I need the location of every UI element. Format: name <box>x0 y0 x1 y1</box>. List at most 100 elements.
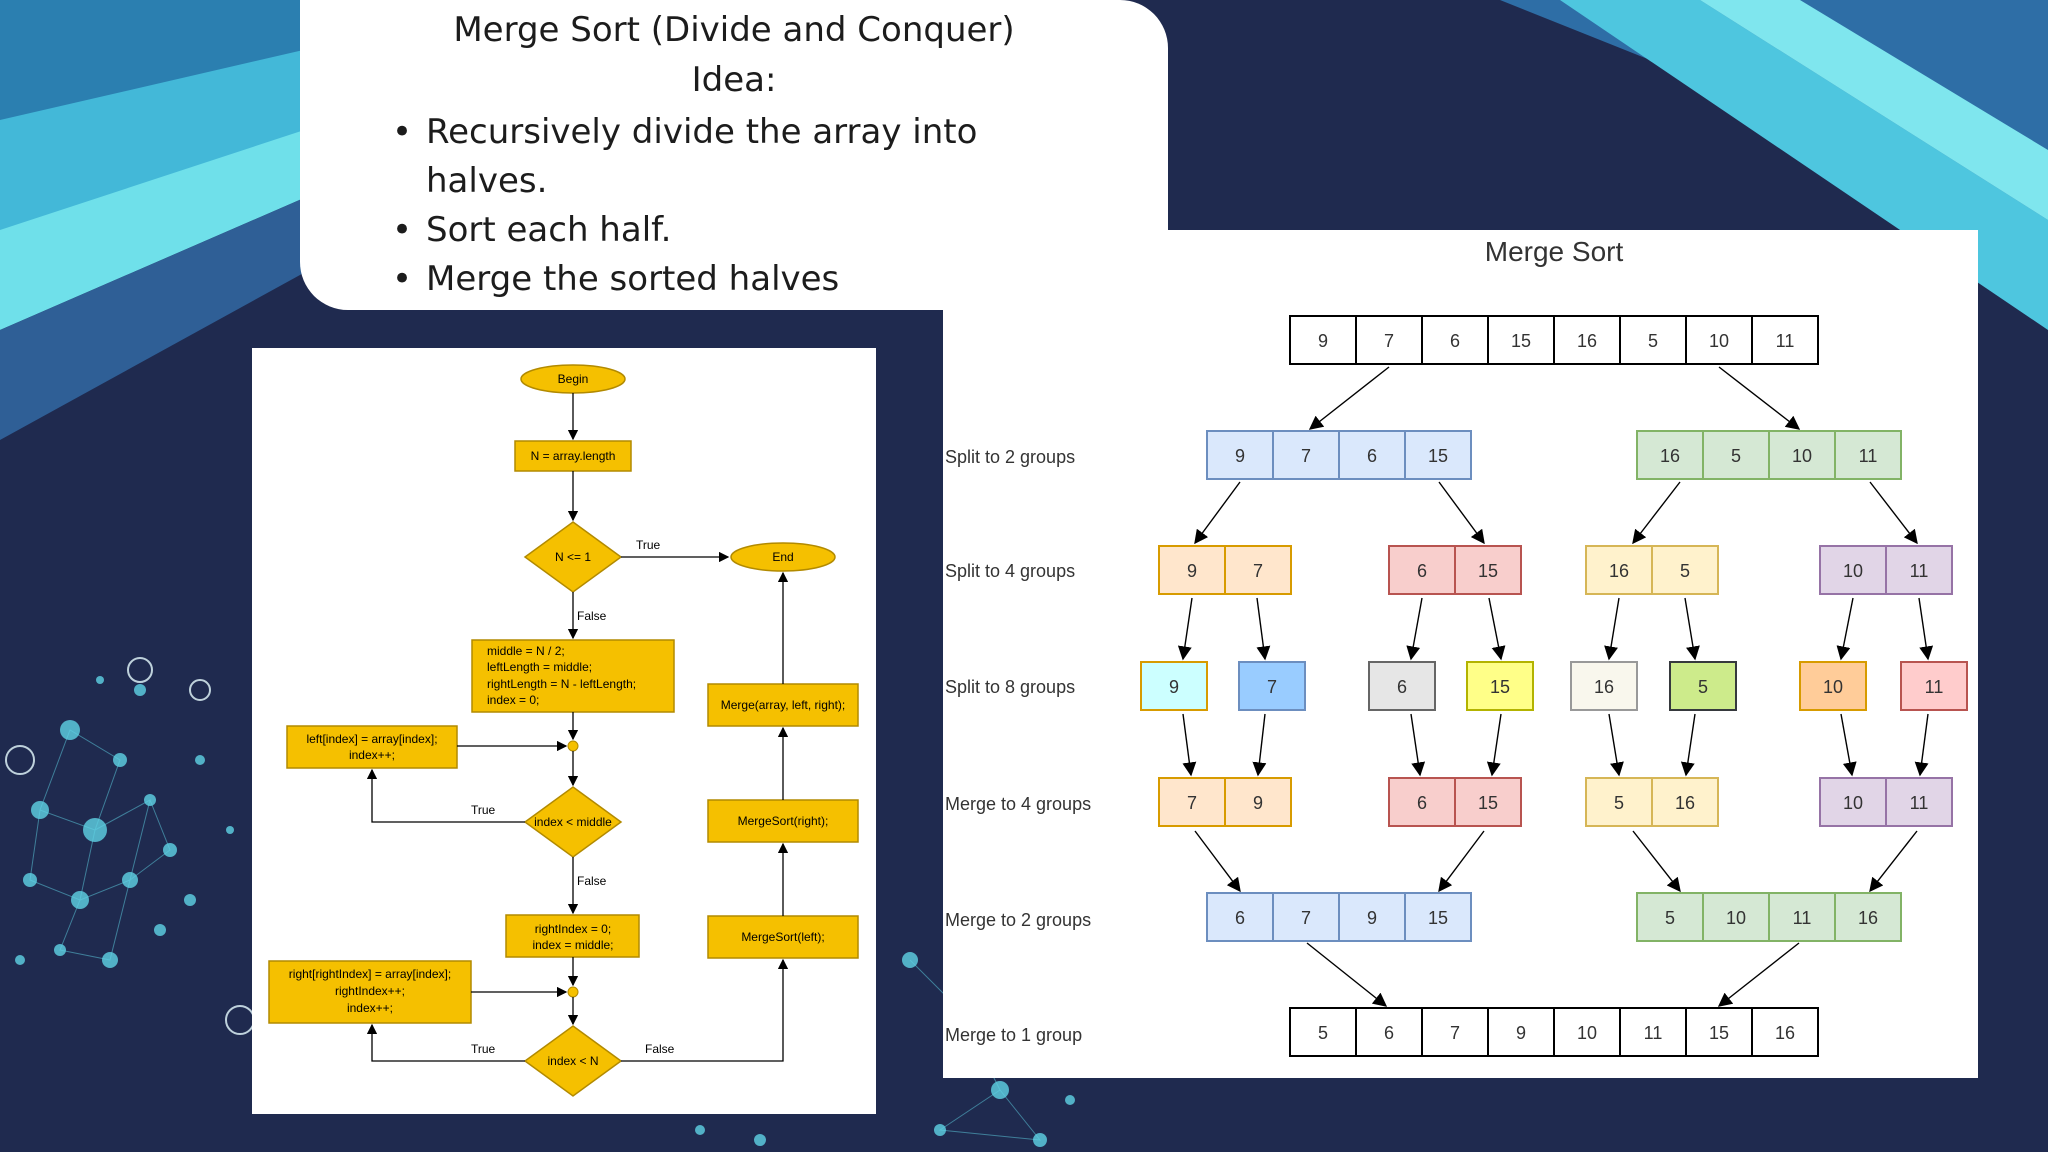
sorted-cell-value: 16 <box>1775 1023 1795 1043</box>
merge4-cell: 10 <box>1819 777 1887 827</box>
join-point <box>567 740 579 752</box>
sorted-cell-box <box>1553 1007 1621 1057</box>
sorted-cell: 11 <box>1619 1007 1687 1057</box>
merge4-cell-box <box>1388 777 1456 827</box>
sorted-cell: 16 <box>1751 1007 1819 1057</box>
split2-cell: 10 <box>1768 430 1836 480</box>
split2-cell-box <box>1636 430 1704 480</box>
split2-cell: 7 <box>1272 430 1340 480</box>
flow-arrow <box>366 1023 525 1062</box>
sorted-cell-value: 10 <box>1577 1023 1597 1043</box>
sorted-cell: 15 <box>1685 1007 1753 1057</box>
right-init-node <box>505 914 640 958</box>
bullet-item: Sort each half. <box>390 206 1026 255</box>
sorted-cell-box <box>1487 1007 1555 1057</box>
split4-cell-box <box>1224 545 1292 595</box>
merge4-cell-box <box>1885 777 1953 827</box>
sorted-cell: 9 <box>1487 1007 1555 1057</box>
merge2-cell-box <box>1834 892 1902 942</box>
flow-arrow <box>366 768 525 823</box>
merge4-cell-value: 15 <box>1478 793 1498 813</box>
array-cell-value: 7 <box>1384 331 1394 351</box>
merge2-cell-value: 10 <box>1726 908 1746 928</box>
merge2-cell-box <box>1272 892 1340 942</box>
split2-cell-box <box>1338 430 1406 480</box>
split4-cell: 7 <box>1224 545 1292 595</box>
init-line: index = 0; <box>487 693 539 707</box>
split2-cell-value: 11 <box>1859 446 1878 466</box>
network-dots-decoration <box>15 676 1075 1147</box>
array-cell-value: 5 <box>1648 331 1658 351</box>
array-cell-box <box>1553 315 1621 365</box>
split2-cell-value: 9 <box>1235 446 1245 466</box>
left-copy-line: left[index] = array[index]; <box>306 732 437 746</box>
split4-cell-box <box>1388 545 1456 595</box>
merge2-cell-box <box>1636 892 1704 942</box>
array-cell-box <box>1685 315 1753 365</box>
array-cell: 5 <box>1619 315 1687 365</box>
split4-cell: 16 <box>1585 545 1653 595</box>
bullet-item: Recursively divide the array into halves… <box>390 108 1026 206</box>
merge-diagram-title: Merge Sort <box>1485 236 1624 267</box>
split2-cell-box <box>1702 430 1770 480</box>
array-cell: 9 <box>1289 315 1357 365</box>
bullet-item: Merge the sorted halves <box>390 255 1026 304</box>
sorted-cell-box <box>1619 1007 1687 1057</box>
leaf-cell-box <box>1669 661 1737 711</box>
merge4-cell: 9 <box>1224 777 1292 827</box>
leaf-cell-value: 16 <box>1594 677 1614 697</box>
right-copy-node <box>268 960 472 1024</box>
merge4-cell: 15 <box>1454 777 1522 827</box>
merge4-cell-value: 9 <box>1253 793 1263 813</box>
sorted-cell-value: 7 <box>1450 1023 1460 1043</box>
array-cell-box <box>1289 315 1357 365</box>
init-line: middle = N / 2; <box>487 644 565 658</box>
true-label: True <box>636 538 661 552</box>
true-label: True <box>471 1042 496 1056</box>
split2-cell: 11 <box>1834 430 1902 480</box>
split2-cell-value: 5 <box>1731 446 1741 466</box>
merge4-cell-box <box>1454 777 1522 827</box>
right-copy-line: right[rightIndex] = array[index]; <box>289 967 451 981</box>
merge2-cell-value: 16 <box>1858 908 1878 928</box>
right-init-line: rightIndex = 0; <box>535 922 611 936</box>
split4-cell: 11 <box>1885 545 1953 595</box>
merge2-cell: 10 <box>1702 892 1770 942</box>
sort-right-node <box>707 799 859 843</box>
leaf-cell-box <box>1900 661 1968 711</box>
array-cell: 16 <box>1553 315 1621 365</box>
merge-call-node <box>707 683 859 727</box>
split4-cell-box <box>1585 545 1653 595</box>
split4-cell-value: 5 <box>1680 561 1690 581</box>
array-cell-value: 15 <box>1511 331 1531 351</box>
array-cell-box <box>1619 315 1687 365</box>
split4-cell-value: 9 <box>1187 561 1197 581</box>
array-cell: 10 <box>1685 315 1753 365</box>
row-label: Merge to 2 groups <box>945 910 1091 930</box>
index-middle-label: index < middle <box>534 815 612 829</box>
merge2-cell-value: 5 <box>1665 908 1675 928</box>
false-label: False <box>645 1042 675 1056</box>
merge4-cell: 5 <box>1585 777 1653 827</box>
split2-cell: 16 <box>1636 430 1704 480</box>
split2-cell: 15 <box>1404 430 1472 480</box>
sorted-cell-value: 11 <box>1644 1023 1663 1043</box>
end-label: End <box>772 550 793 564</box>
split2-cell-value: 15 <box>1428 446 1448 466</box>
slide-title: Merge Sort (Divide and Conquer) <box>453 10 1015 50</box>
merge4-cell: 11 <box>1885 777 1953 827</box>
index-n-check-node <box>523 1025 623 1097</box>
row-label: Merge to 4 groups <box>945 794 1091 814</box>
split4-cell: 5 <box>1651 545 1719 595</box>
leaf-cell-box <box>1140 661 1208 711</box>
sorted-cell-value: 15 <box>1709 1023 1729 1043</box>
leaf-cell-box <box>1368 661 1436 711</box>
merge4-cell-value: 7 <box>1187 793 1197 813</box>
sorted-cell-box <box>1751 1007 1819 1057</box>
array-cell: 7 <box>1355 315 1423 365</box>
leaf-cell: 10 <box>1799 661 1867 711</box>
array-cell-value: 10 <box>1709 331 1729 351</box>
leaf-cell-box <box>1238 661 1306 711</box>
init-node <box>471 639 675 713</box>
right-init-line: index = middle; <box>532 938 613 952</box>
